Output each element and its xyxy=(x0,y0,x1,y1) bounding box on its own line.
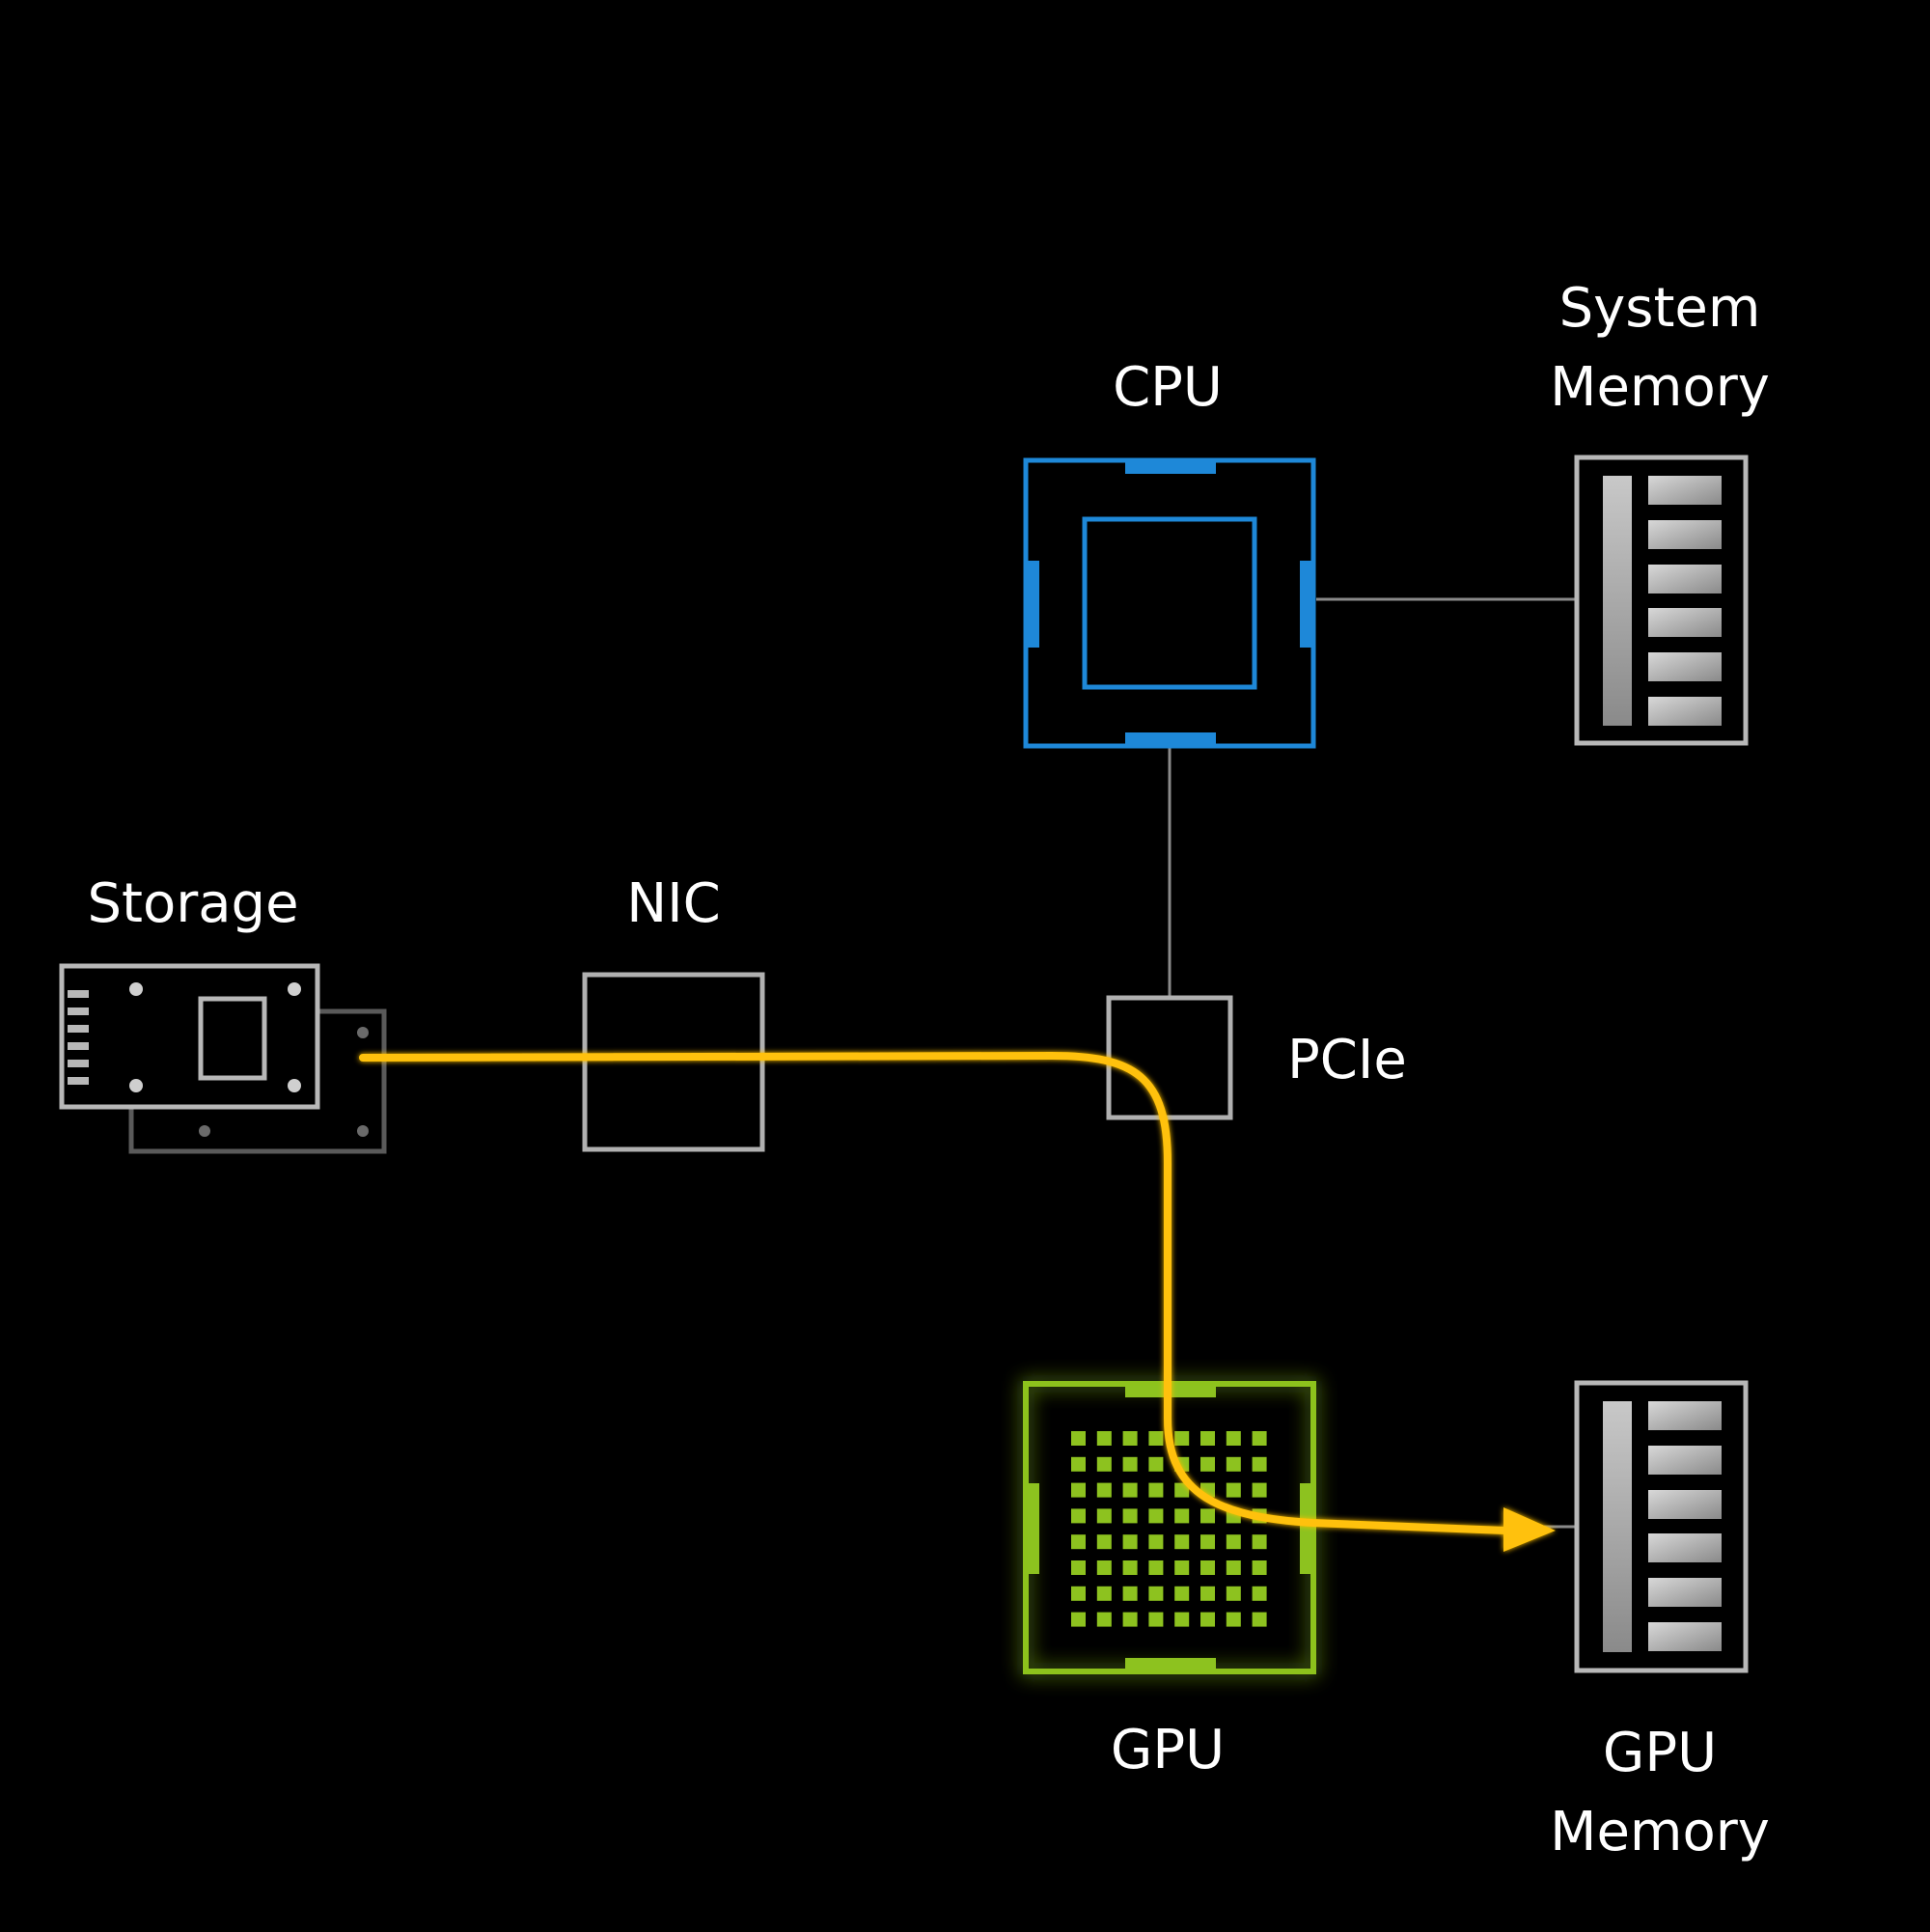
gpu-core-dot xyxy=(1096,1456,1112,1472)
storage-card-icon xyxy=(59,963,387,1154)
gpu-core-dot xyxy=(1200,1534,1215,1550)
gpu-core-dot xyxy=(1122,1482,1138,1498)
gpu-core-dot xyxy=(1174,1560,1190,1575)
gpu-core-dot xyxy=(1148,1560,1164,1575)
gpu-core-dot xyxy=(1122,1560,1138,1575)
data-path-arrow xyxy=(359,1052,1556,1552)
gpu-core-dot xyxy=(1226,1482,1241,1498)
nic-box-icon xyxy=(582,972,765,1152)
gpu-memory-label-line2: Memory xyxy=(1550,1801,1770,1863)
gpu-core-dot xyxy=(1226,1431,1241,1446)
gpu-core-dot xyxy=(1096,1508,1112,1524)
gpu-core-dot xyxy=(1226,1456,1241,1472)
gpu-core-dot xyxy=(1071,1586,1086,1601)
gpu-core-dot xyxy=(1122,1534,1138,1550)
gpu-core-dot xyxy=(1200,1508,1215,1524)
gpu-core-dot xyxy=(1148,1612,1164,1627)
gpu-core-dot xyxy=(1174,1482,1190,1498)
gpu-core-dot xyxy=(1174,1534,1190,1550)
gpu-memory-label-line1: GPU xyxy=(1603,1722,1717,1784)
gpu-core-dot xyxy=(1174,1586,1190,1601)
pcie-switch-icon xyxy=(1106,995,1233,1120)
gpu-core-dot xyxy=(1200,1456,1215,1472)
gpu-core-dot xyxy=(1096,1612,1112,1627)
gpu-core-dot xyxy=(1148,1534,1164,1550)
gpu-core-dot xyxy=(1071,1456,1086,1472)
storage-label: Storage xyxy=(87,872,298,935)
gpu-core-dot xyxy=(1071,1612,1086,1627)
system-memory-label-line1: System xyxy=(1559,277,1761,340)
cpu-chip-icon xyxy=(1023,457,1316,749)
gpu-core-dot xyxy=(1071,1534,1086,1550)
gpu-core-dot xyxy=(1122,1586,1138,1601)
gpu-core-dot xyxy=(1148,1482,1164,1498)
gpu-core-dot xyxy=(1148,1508,1164,1524)
gpu-core-dot xyxy=(1226,1612,1241,1627)
gpu-core-dot xyxy=(1122,1612,1138,1627)
gpu-core-dot xyxy=(1122,1508,1138,1524)
nic-label: NIC xyxy=(626,872,721,935)
gpu-core-dot xyxy=(1252,1482,1267,1498)
gpu-core-dot xyxy=(1200,1431,1215,1446)
gpu-label: GPU xyxy=(1111,1719,1225,1781)
gpu-chip-icon xyxy=(1023,1381,1316,1674)
gpu-core-dot xyxy=(1148,1431,1164,1446)
gpu-core-dot xyxy=(1174,1508,1190,1524)
gpu-core-dot xyxy=(1252,1560,1267,1575)
gpu-core-dot xyxy=(1071,1431,1086,1446)
gpu-core-dot xyxy=(1200,1612,1215,1627)
gpu-core-dot xyxy=(1200,1560,1215,1575)
gpu-core-dot xyxy=(1226,1534,1241,1550)
memory-module-icon xyxy=(1574,455,1749,746)
gpu-core-dot xyxy=(1252,1456,1267,1472)
gpu-core-dot xyxy=(1226,1560,1241,1575)
gpu-core-dot xyxy=(1226,1586,1241,1601)
cpu-label: CPU xyxy=(1113,356,1223,419)
gpu-core-dot xyxy=(1096,1560,1112,1575)
gpu-core-dot xyxy=(1071,1482,1086,1498)
gpu-core-dot xyxy=(1174,1612,1190,1627)
gpu-core-dot xyxy=(1096,1586,1112,1601)
gpu-core-grid xyxy=(1071,1431,1267,1627)
gpu-core-dot xyxy=(1252,1431,1267,1446)
gpu-core-dot xyxy=(1096,1534,1112,1550)
gpu-core-dot xyxy=(1096,1482,1112,1498)
gpu-core-dot xyxy=(1174,1431,1190,1446)
gpu-core-dot xyxy=(1071,1560,1086,1575)
gpu-core-dot xyxy=(1252,1612,1267,1627)
system-memory-label-line2: Memory xyxy=(1550,356,1770,419)
gpu-core-dot xyxy=(1122,1456,1138,1472)
gpu-core-dot xyxy=(1200,1586,1215,1601)
gpu-core-dot xyxy=(1252,1586,1267,1601)
memory-module-icon xyxy=(1574,1380,1749,1673)
gpu-core-dot xyxy=(1122,1431,1138,1446)
pcie-label: PCIe xyxy=(1287,1029,1407,1091)
gpu-core-dot xyxy=(1096,1431,1112,1446)
gpu-core-dot xyxy=(1071,1508,1086,1524)
gpu-core-dot xyxy=(1252,1534,1267,1550)
gpu-core-dot xyxy=(1148,1456,1164,1472)
gpu-core-dot xyxy=(1148,1586,1164,1601)
